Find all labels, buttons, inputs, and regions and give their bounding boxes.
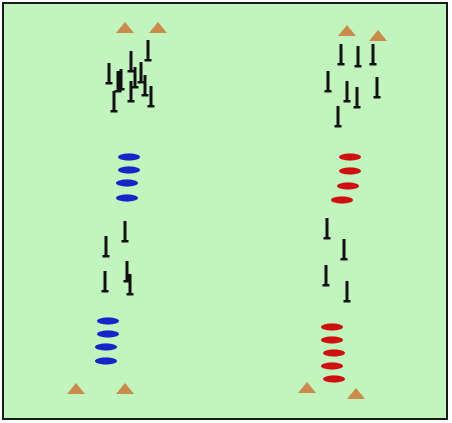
red-middle-marker-icon-4-foot: [343, 300, 351, 303]
diagram-marks: [67, 22, 387, 399]
red-middle-marker-icon-1-foot: [323, 237, 331, 240]
red-upper-disc-icon-1: [339, 153, 361, 161]
red-top-marker-icon-7: [336, 106, 340, 127]
blue-top-marker-icon-8-foot: [110, 110, 118, 113]
blue-middle-marker-icon-3-foot: [123, 280, 131, 283]
red-upper-disc-icon-3: [337, 182, 359, 190]
blue-middle-marker-icon-5: [128, 274, 132, 295]
red-middle-marker-icon-2-foot: [340, 258, 348, 261]
blue-top-marker-icon-4: [107, 63, 111, 84]
red-lower-disc-icon-5: [323, 375, 345, 383]
red-upper-disc-icon-2: [339, 167, 361, 175]
red-lower-disc-icon-1: [321, 323, 343, 331]
blue-top-marker-icon-9: [116, 71, 120, 92]
red-top-marker-icon-8: [355, 87, 359, 108]
blue-middle-marker-icon-2-foot: [102, 255, 110, 258]
red-top-marker-icon-3-foot: [369, 63, 377, 66]
blue-top-marker-icon-4-foot: [105, 82, 113, 85]
red-top-marker-icon-5: [345, 81, 349, 102]
red-bottom-cone-icon-1: [298, 382, 316, 393]
red-top-cone-icon-1: [338, 25, 356, 36]
red-top-cone-icon-2: [369, 30, 387, 41]
red-top-marker-icon-6-foot: [373, 96, 381, 99]
blue-lower-disc-icon-2: [97, 330, 119, 338]
blue-top-marker-icon-10-foot: [131, 86, 139, 89]
blue-top-marker-icon-6: [129, 81, 133, 102]
red-top-marker-icon-2-foot: [354, 65, 362, 68]
red-top-marker-icon-7-foot: [334, 125, 342, 128]
field-background: [2, 2, 448, 420]
blue-bottom-cone-icon-2: [116, 383, 134, 394]
blue-middle-marker-icon-4-foot: [101, 290, 109, 293]
red-upper-disc-icon-4: [331, 196, 353, 204]
blue-top-marker-icon-1-foot: [144, 59, 152, 62]
blue-lower-disc-icon-3: [95, 343, 117, 351]
red-top-marker-icon-8-foot: [353, 106, 361, 109]
blue-top-marker-icon-3-foot: [137, 81, 145, 84]
red-lower-disc-icon-4: [321, 362, 343, 370]
red-top-marker-icon-1-foot: [337, 63, 345, 66]
blue-middle-marker-icon-1: [123, 221, 127, 242]
blue-bottom-cone-icon-1: [67, 383, 85, 394]
blue-top-marker-icon-9-foot: [114, 90, 122, 93]
red-top-marker-icon-4: [326, 71, 330, 92]
blue-top-marker-icon-10: [133, 67, 137, 88]
blue-top-marker-icon-5-foot: [117, 88, 125, 91]
blue-middle-marker-icon-3: [125, 261, 129, 282]
red-middle-marker-icon-3: [324, 265, 328, 286]
blue-middle-marker-icon-4: [103, 271, 107, 292]
red-middle-marker-icon-3-foot: [322, 284, 330, 287]
blue-top-cone-icon-2: [149, 22, 167, 33]
red-top-marker-icon-2: [356, 46, 360, 67]
red-top-marker-icon-4-foot: [324, 90, 332, 93]
red-lower-disc-icon-2: [321, 336, 343, 344]
blue-top-marker-icon-11: [143, 75, 147, 96]
red-top-marker-icon-6: [375, 77, 379, 98]
red-top-marker-icon-5-foot: [343, 100, 351, 103]
blue-upper-disc-icon-2: [118, 166, 140, 174]
red-middle-marker-icon-4: [345, 281, 349, 302]
blue-top-cone-icon-1: [116, 22, 134, 33]
blue-middle-marker-icon-2: [104, 236, 108, 257]
blue-top-marker-icon-2: [129, 51, 133, 72]
blue-middle-marker-icon-5-foot: [126, 293, 134, 296]
red-middle-marker-icon-2: [342, 239, 346, 260]
red-middle-marker-icon-1: [325, 218, 329, 239]
red-top-marker-icon-1: [339, 44, 343, 65]
blue-top-marker-icon-7-foot: [147, 105, 155, 108]
red-top-marker-icon-3: [371, 44, 375, 65]
blue-top-marker-icon-7: [149, 86, 153, 107]
red-lower-disc-icon-3: [323, 349, 345, 357]
blue-upper-disc-icon-4: [116, 194, 138, 202]
red-bottom-cone-icon-2: [347, 388, 365, 399]
blue-upper-disc-icon-3: [116, 179, 138, 187]
blue-top-marker-icon-8: [112, 91, 116, 112]
blue-top-marker-icon-6-foot: [127, 100, 135, 103]
blue-top-marker-icon-5: [119, 69, 123, 90]
blue-lower-disc-icon-1: [97, 317, 119, 325]
blue-upper-disc-icon-1: [118, 153, 140, 161]
blue-top-marker-icon-1: [146, 40, 150, 61]
blue-top-marker-icon-2-foot: [127, 70, 135, 73]
blue-lower-disc-icon-4: [95, 357, 117, 365]
blue-top-marker-icon-11-foot: [141, 94, 149, 97]
blue-middle-marker-icon-1-foot: [121, 240, 129, 243]
blue-top-marker-icon-3: [139, 62, 143, 83]
